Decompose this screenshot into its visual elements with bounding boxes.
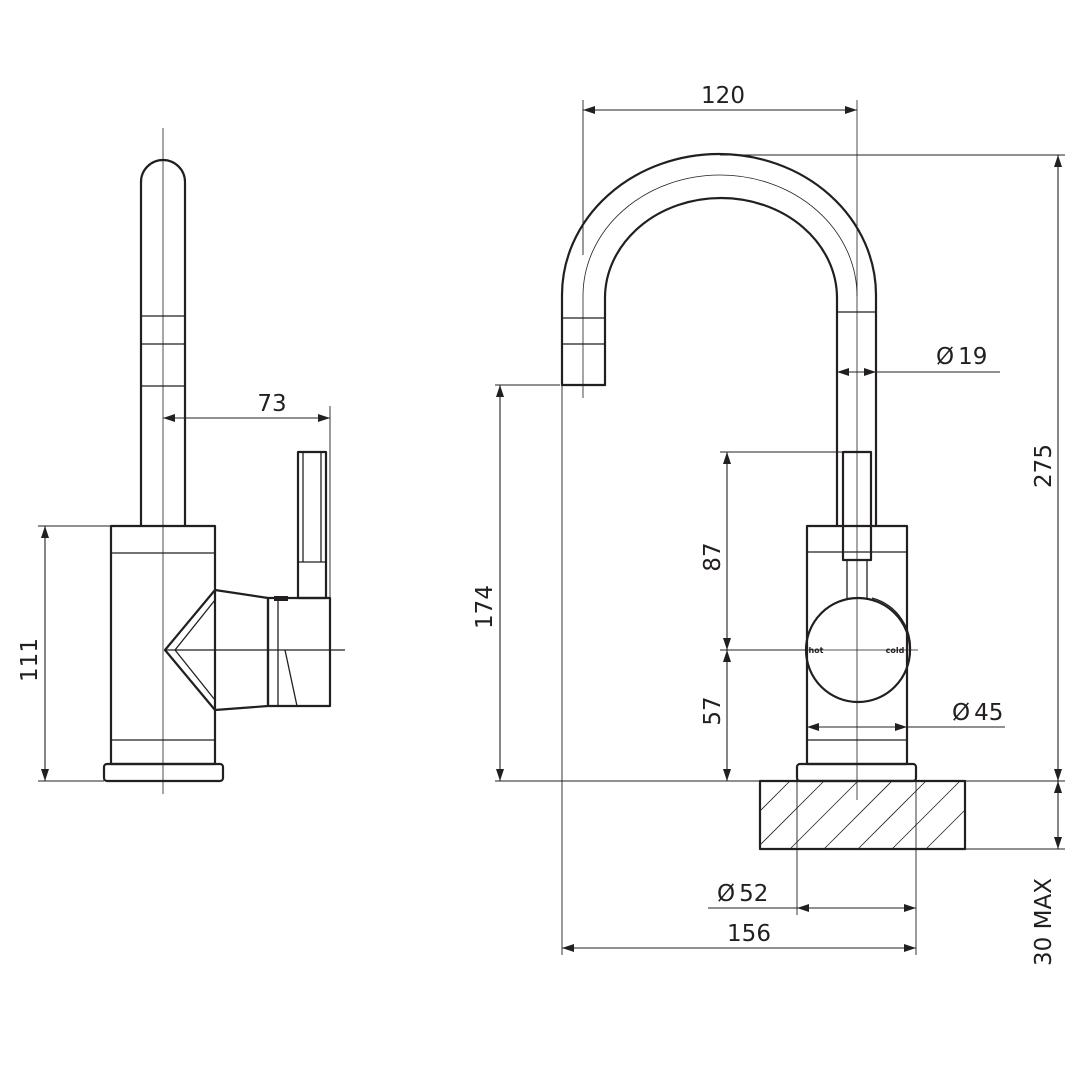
front-lever (841, 450, 873, 562)
side-lever (296, 450, 328, 600)
bench-section (758, 779, 967, 851)
dim-174-label: 174 (472, 585, 498, 629)
dim-120-label: 120 (701, 83, 745, 109)
dim-156-label: 156 (727, 921, 771, 947)
side-view: 73 111 (17, 128, 345, 794)
dim-111-label: 111 (17, 638, 43, 682)
front-gooseneck-spout (560, 152, 878, 528)
dim-57-label: 57 (700, 696, 726, 725)
cold-label: cold (886, 646, 905, 655)
dim-73-label: 73 (257, 391, 286, 417)
side-handle-hub (266, 596, 332, 708)
dim-275-label: 275 (1031, 444, 1057, 488)
side-base-flange (102, 762, 225, 783)
hot-label: hot (808, 646, 823, 655)
dim-30-max-label: 30 MAX (1031, 878, 1057, 966)
front-base-flange (795, 762, 918, 783)
bench-hatching (759, 780, 966, 850)
dim-87-label: 87 (700, 542, 726, 571)
